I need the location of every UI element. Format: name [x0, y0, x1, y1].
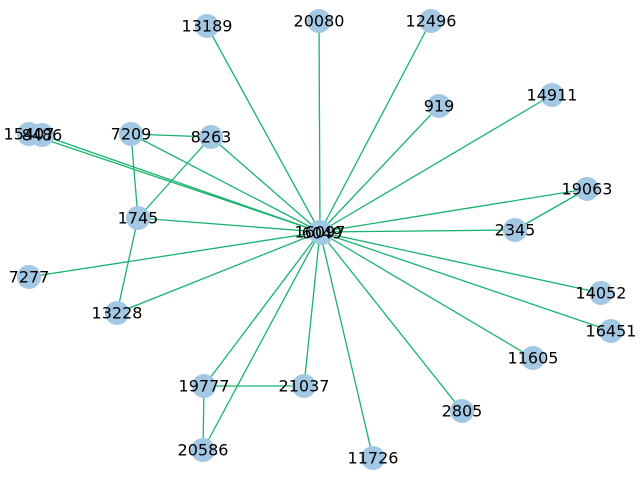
edge-16097-14911: [319, 94, 553, 233]
node-label-2345: 2345: [495, 221, 536, 240]
node-19777: [192, 374, 216, 398]
node-label-7277: 7277: [9, 268, 50, 287]
node-label-919: 919: [424, 97, 455, 116]
node-919: [427, 94, 451, 118]
node-label-16097: 16097: [295, 223, 346, 242]
edge-16097-20080: [318, 20, 321, 233]
node-7277: [17, 265, 41, 289]
edge-16097-19063: [319, 188, 588, 233]
node-label-2805: 2805: [442, 402, 483, 421]
node-11605: [521, 346, 545, 370]
node-label-19063: 19063: [562, 180, 613, 199]
edge-16097-2345: [319, 229, 516, 233]
edge-16097-11605: [319, 231, 534, 359]
node-8263: [199, 125, 223, 149]
node-label-7209: 7209: [111, 125, 152, 144]
edge-layer: [28, 20, 612, 459]
edge-16097-7209: [130, 133, 321, 233]
node-1745: [126, 206, 150, 230]
node-2345: [503, 218, 527, 242]
node-16451: [599, 319, 623, 343]
edge-16097-19777: [203, 231, 321, 387]
edge-16097-7277: [28, 231, 321, 278]
node-label-11726: 11726: [348, 449, 399, 468]
node-label-15407: 15407: [4, 125, 55, 144]
node-14911: [540, 83, 564, 107]
node-7209: [119, 122, 143, 146]
edge-16097-13189: [206, 25, 321, 233]
node-20080: [307, 9, 331, 33]
node-label-13228: 13228: [92, 304, 143, 323]
node-label-20586: 20586: [178, 441, 229, 460]
node-label-13189: 13189: [182, 17, 233, 36]
node-13189: [195, 14, 219, 38]
node-label-1745: 1745: [118, 209, 159, 228]
node-12496: [419, 9, 443, 33]
node-14052: [589, 281, 613, 305]
node-label-12496: 12496: [406, 12, 457, 31]
node-label-8486: 8486: [22, 126, 63, 145]
edge-16097-11726: [319, 231, 374, 459]
node-label-14911: 14911: [527, 86, 578, 105]
edge-1745-13228: [116, 217, 139, 314]
node-label-11605: 11605: [508, 349, 559, 368]
edge-19063-2345: [514, 188, 588, 231]
edge-16097-21037: [303, 231, 321, 387]
edge-16097-919: [319, 105, 440, 233]
node-6049: [310, 221, 334, 245]
node-label-6049: 6049: [302, 224, 343, 243]
node-label-8263: 8263: [191, 128, 232, 147]
node-label-16451: 16451: [586, 322, 637, 341]
node-label-21037: 21037: [279, 377, 330, 396]
edge-16097-20586: [202, 231, 321, 451]
node-13228: [105, 301, 129, 325]
edge-16097-8486: [41, 134, 321, 233]
node-21037: [292, 374, 316, 398]
edge-16097-13228: [116, 231, 321, 314]
node-20586: [191, 438, 215, 462]
edge-16097-14052: [319, 231, 602, 294]
node-label-20080: 20080: [294, 12, 345, 31]
node-8486: [30, 123, 54, 147]
node-label-14052: 14052: [576, 284, 627, 303]
edge-7209-8263: [130, 133, 212, 138]
node-label-19777: 19777: [179, 377, 230, 396]
edge-16097-2805: [319, 231, 463, 412]
edge-16097-16451: [319, 231, 612, 332]
edge-16097-12496: [319, 20, 432, 233]
edge-8263-1745: [137, 136, 212, 219]
edge-7209-1745: [130, 133, 139, 219]
node-11726: [361, 446, 385, 470]
edge-16097-8263: [210, 136, 321, 233]
edge-16097-1745: [137, 217, 321, 233]
node-19063: [575, 177, 599, 201]
node-2805: [450, 399, 474, 423]
